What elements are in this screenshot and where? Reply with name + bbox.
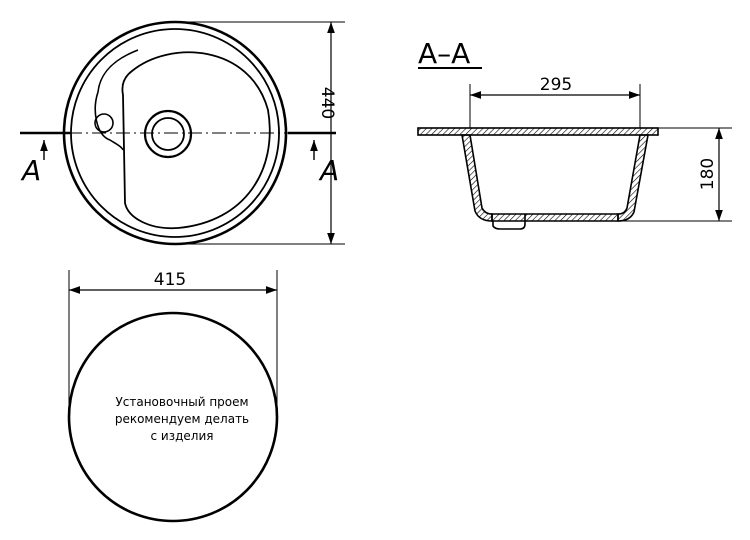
cutout-note-line-3: с изделия: [151, 429, 214, 443]
dim-label-415: 415: [154, 270, 186, 290]
section-wall-right: [617, 134, 649, 222]
section-drain: [492, 214, 526, 230]
section-view: [417, 84, 732, 230]
dim-label-440: 440: [317, 87, 337, 119]
section-wall-left: [461, 134, 493, 222]
top-view: [20, 20, 345, 246]
bowl-contour: [121, 51, 271, 230]
section-title: A–A: [418, 37, 470, 70]
drain-outer: [143, 109, 193, 159]
drain-inner: [151, 117, 185, 151]
section-bottom: [491, 213, 619, 222]
dim-label-295: 295: [540, 75, 572, 95]
section-flange: [417, 127, 659, 136]
cutout-note-line-2: рекомендуем делать: [115, 412, 249, 426]
cut-letter-right: A: [318, 154, 339, 187]
dim-label-180: 180: [698, 158, 718, 190]
cutout-view: [67, 270, 279, 523]
bowl-wall-line: [94, 49, 139, 151]
cut-letter-left: A: [20, 154, 41, 187]
tap-hole: [94, 113, 114, 133]
cutout-note-line-1: Установочный проем: [115, 395, 248, 409]
